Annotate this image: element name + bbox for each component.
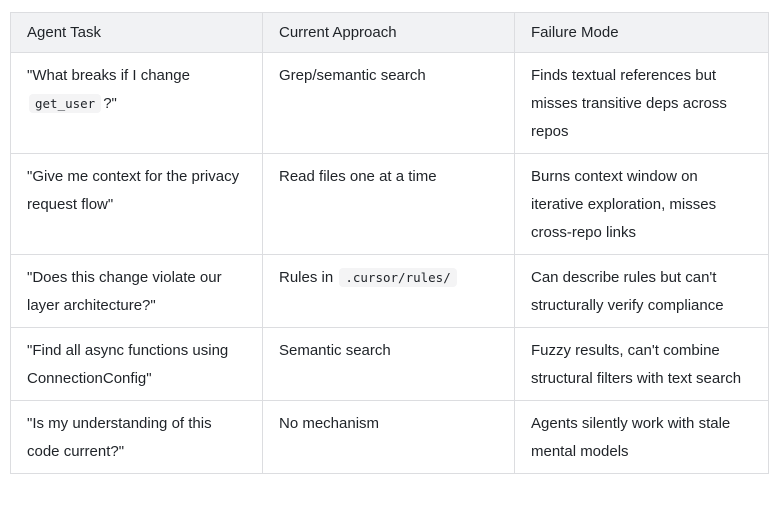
cell-text: Read files one at a time: [279, 168, 437, 185]
inline-code: get_user: [29, 94, 102, 113]
cell-failure-mode: Fuzzy results, can't combine structural …: [514, 327, 769, 401]
cell-agent-task: "Give me context for the privacy request…: [10, 153, 263, 255]
cell-agent-task: "What breaks if I change get_user?": [10, 52, 263, 154]
cell-text: "Give me context for the privacy request…: [27, 168, 244, 213]
cell-failure-mode: Finds textual references but misses tran…: [514, 52, 769, 154]
cell-text: No mechanism: [279, 415, 380, 432]
table-row: "Give me context for the privacy request…: [10, 153, 769, 255]
cell-failure-mode: Can describe rules but can't structurall…: [514, 254, 769, 328]
cell-text: "Find all async functions using Connecti…: [27, 342, 233, 387]
cell-agent-task: "Find all async functions using Connecti…: [10, 327, 263, 401]
table-row: "Find all async functions using Connecti…: [10, 327, 769, 401]
cell-current-approach: Read files one at a time: [262, 153, 515, 255]
table-row: "What breaks if I change get_user?" Grep…: [10, 52, 769, 154]
cell-text: Semantic search: [279, 342, 391, 359]
cell-current-approach: Grep/semantic search: [262, 52, 515, 154]
header-row: Agent Task Current Approach Failure Mode: [10, 12, 769, 53]
comparison-table: Agent Task Current Approach Failure Mode…: [10, 12, 769, 474]
table-row: "Does this change violate our layer arch…: [10, 254, 769, 328]
cell-text: Fuzzy results, can't combine structural …: [531, 342, 742, 387]
cell-text: Rules in: [279, 269, 338, 286]
column-header-current-approach: Current Approach: [262, 12, 515, 53]
column-header-failure-mode: Failure Mode: [514, 12, 769, 53]
column-header-agent-task: Agent Task: [10, 12, 263, 53]
cell-text: "What breaks if I change: [27, 67, 195, 84]
cell-text: Burns context window on iterative explor…: [531, 168, 721, 241]
cell-current-approach: No mechanism: [262, 400, 515, 474]
cell-text: "Is my understanding of this code curren…: [27, 415, 216, 460]
cell-text: Can describe rules but can't structurall…: [531, 269, 724, 314]
cell-text: "Does this change violate our layer arch…: [27, 269, 226, 314]
cell-agent-task: "Is my understanding of this code curren…: [10, 400, 263, 474]
inline-code: .cursor/rules/: [339, 268, 457, 287]
table-row: "Is my understanding of this code curren…: [10, 400, 769, 474]
cell-text: Agents silently work with stale mental m…: [531, 415, 735, 460]
cell-text: Grep/semantic search: [279, 67, 426, 84]
cell-failure-mode: Burns context window on iterative explor…: [514, 153, 769, 255]
cell-agent-task: "Does this change violate our layer arch…: [10, 254, 263, 328]
cell-text: ?": [103, 95, 117, 112]
cell-current-approach: Semantic search: [262, 327, 515, 401]
cell-failure-mode: Agents silently work with stale mental m…: [514, 400, 769, 474]
cell-current-approach: Rules in .cursor/rules/: [262, 254, 515, 328]
cell-text: Finds textual references but misses tran…: [531, 67, 732, 140]
